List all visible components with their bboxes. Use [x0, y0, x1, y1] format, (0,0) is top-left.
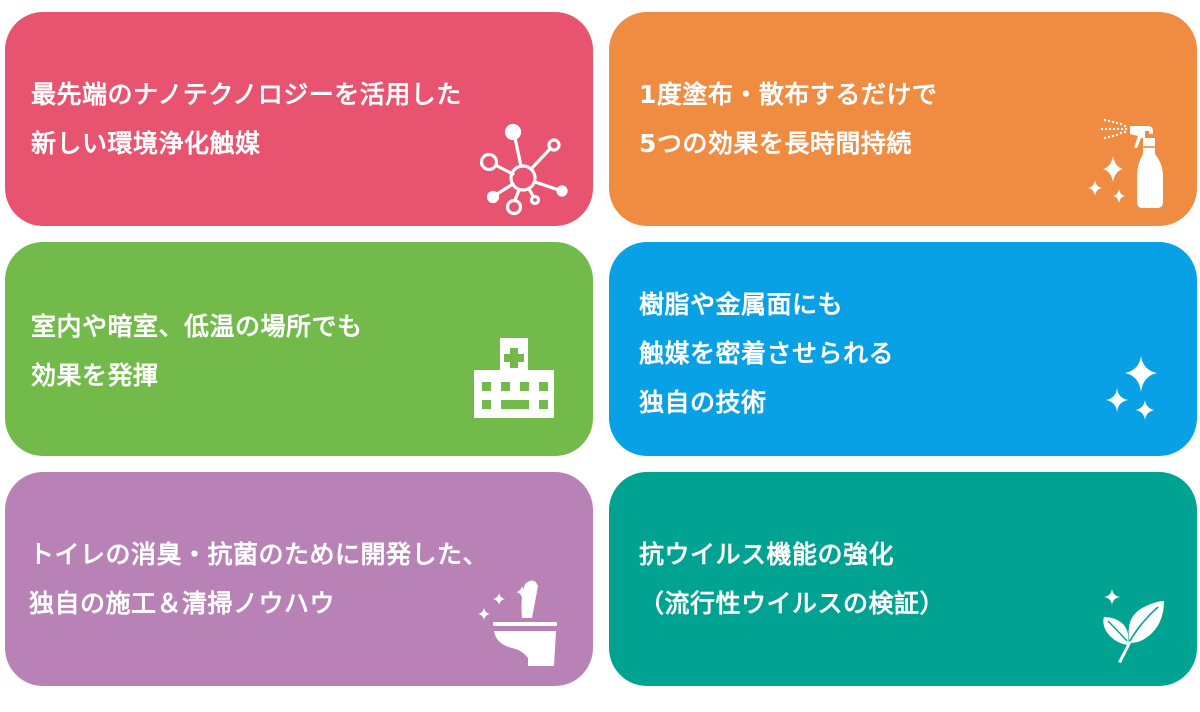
hospital-building-icon: [474, 338, 554, 418]
toilet-sparkle-icon: [472, 578, 568, 668]
feature-card-text: 最先端のナノテクノロジーを活用した 新しい環境浄化触媒: [31, 70, 462, 168]
feature-line: （流行性ウイルスの検証）: [639, 589, 946, 618]
feature-line: 独自の施工＆清掃ノウハウ: [29, 589, 336, 618]
feature-line: 樹脂や金属面にも: [639, 290, 844, 319]
feature-line: 1度塗布・散布するだけで: [639, 80, 938, 109]
feature-card-nanotech: 最先端のナノテクノロジーを活用した 新しい環境浄化触媒: [5, 12, 593, 226]
spray-bottle-sparkle-icon: [1077, 114, 1177, 210]
feature-line: 室内や暗室、低温の場所でも: [31, 312, 363, 341]
feature-line: 効果を発揮: [31, 361, 159, 390]
feature-card-indoor-dark: 室内や暗室、低温の場所でも 効果を発揮: [5, 242, 593, 456]
feature-card-adhesion: 樹脂や金属面にも 触媒を密着させられる 独自の技術: [609, 242, 1197, 456]
feature-card-text: 抗ウイルス機能の強化 （流行性ウイルスの検証）: [639, 530, 945, 628]
feature-line: 5つの効果を長時間持続: [639, 129, 912, 158]
feature-line: 独自の技術: [639, 388, 767, 417]
feature-card-text: トイレの消臭・抗菌のために開発した、 独自の施工＆清掃ノウハウ: [29, 530, 488, 628]
feature-line: 触媒を密着させられる: [639, 339, 895, 368]
feature-line: 抗ウイルス機能の強化: [639, 540, 895, 569]
feature-line: 最先端のナノテクノロジーを活用した: [31, 80, 462, 109]
feature-card-toilet: トイレの消臭・抗菌のために開発した、 独自の施工＆清掃ノウハウ: [5, 472, 593, 686]
sparkles-icon: [1101, 356, 1165, 432]
feature-card-text: 室内や暗室、低温の場所でも 効果を発揮: [31, 302, 363, 400]
leaf-sprout-sparkle-icon: [1100, 587, 1166, 663]
feature-card-text: 1度塗布・散布するだけで 5つの効果を長時間持続: [639, 70, 937, 168]
feature-card-long-lasting: 1度塗布・散布するだけで 5つの効果を長時間持続: [609, 12, 1197, 226]
feature-card-antiviral: 抗ウイルス機能の強化 （流行性ウイルスの検証）: [609, 472, 1197, 686]
molecule-network-icon: [471, 120, 571, 216]
feature-card-text: 樹脂や金属面にも 触媒を密着させられる 独自の技術: [639, 280, 894, 427]
feature-line: 新しい環境浄化触媒: [31, 129, 261, 158]
feature-line: トイレの消臭・抗菌のために開発した、: [29, 540, 489, 569]
